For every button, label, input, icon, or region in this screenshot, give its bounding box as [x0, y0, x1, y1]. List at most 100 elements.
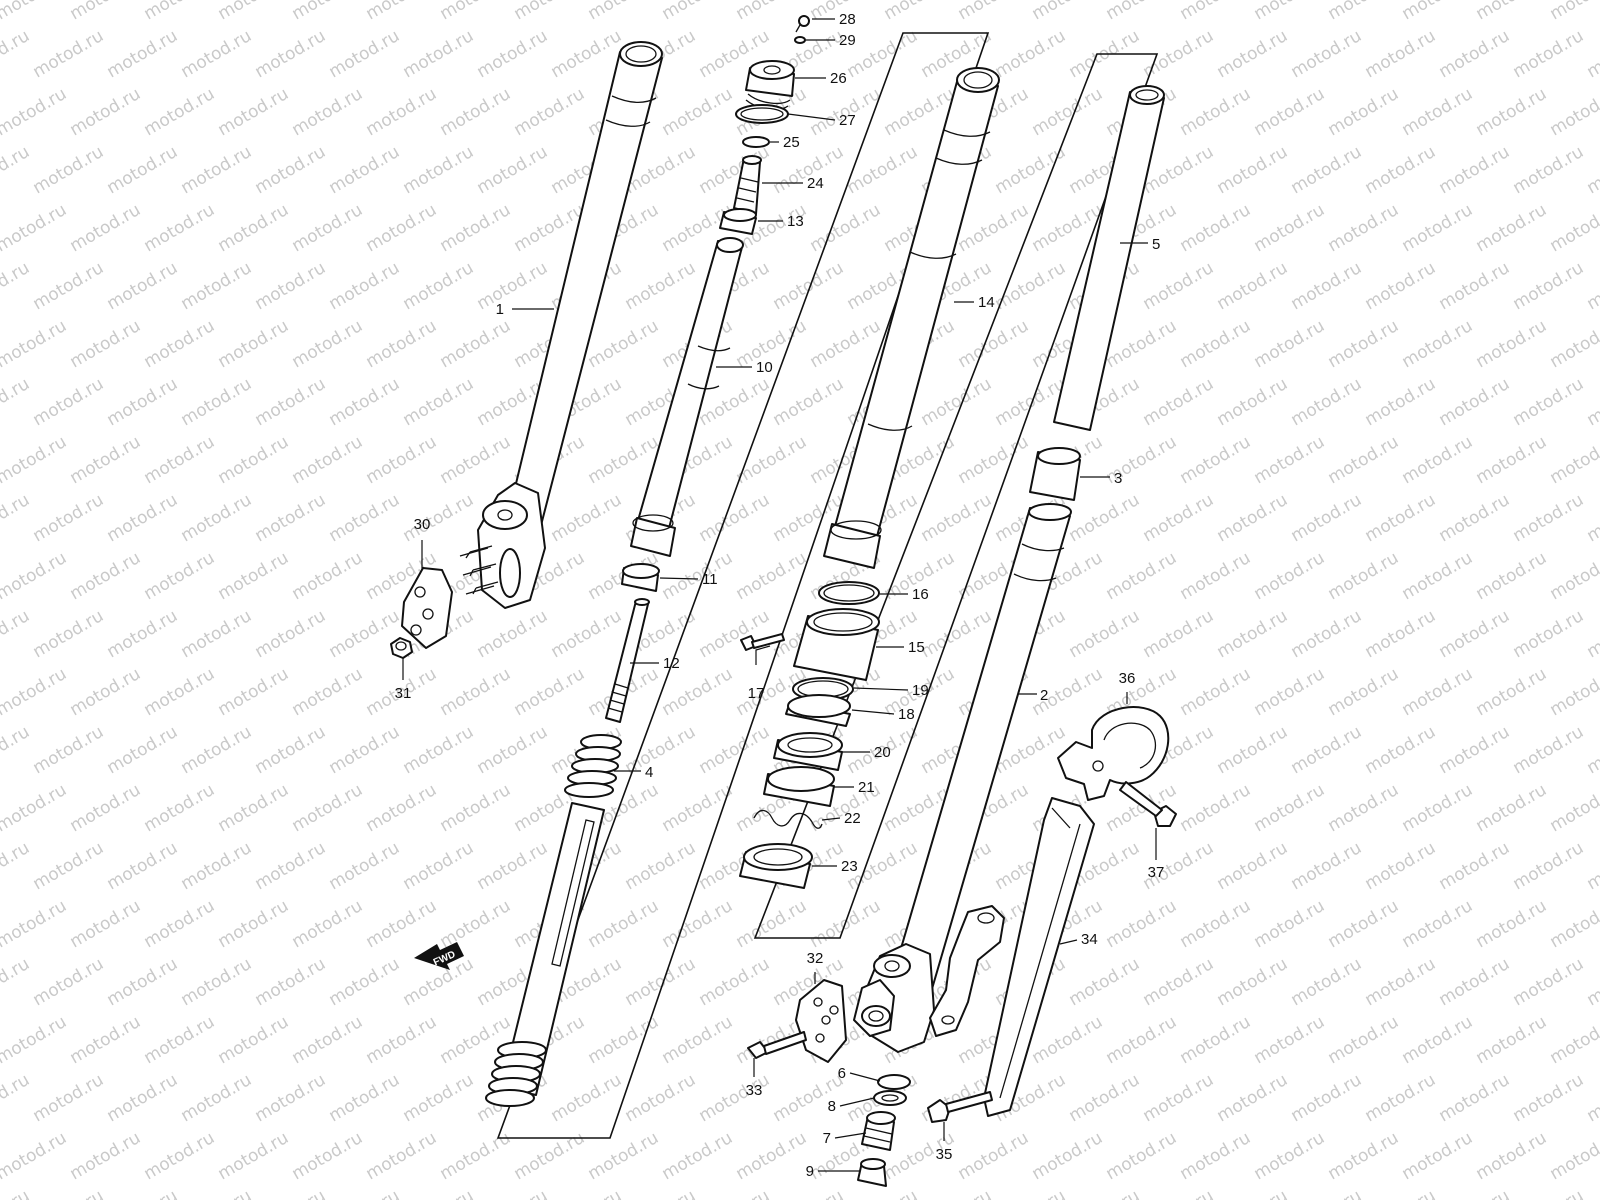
watermark-text: motod.ru — [1029, 1012, 1107, 1068]
watermark-text: motod.ru — [1140, 1070, 1218, 1126]
watermark-text: motod.ru — [1325, 432, 1403, 488]
callout-2: 2 — [1040, 687, 1048, 704]
watermark-text: motod.ru — [770, 1186, 848, 1200]
watermark-text: motod.ru — [141, 432, 219, 488]
watermark-text: motod.ru — [326, 1070, 404, 1126]
watermark-text: motod.ru — [1103, 1012, 1181, 1068]
part-20-oil-seal — [773, 732, 843, 771]
watermark-text: motod.ru — [1436, 490, 1514, 546]
watermark-text: motod.ru — [733, 432, 811, 488]
watermark-text: motod.ru — [215, 548, 293, 604]
callout-34: 34 — [1081, 931, 1098, 948]
watermark-text: motod.ru — [1140, 954, 1218, 1010]
watermark-text: motod.ru — [1510, 954, 1588, 1010]
callout-32: 32 — [807, 950, 824, 967]
callout-20: 20 — [874, 744, 891, 761]
callout-37: 37 — [1148, 864, 1165, 881]
watermark-text: motod.ru — [1325, 316, 1403, 372]
watermark-text: motod.ru — [1584, 26, 1600, 82]
watermark-text: motod.ru — [0, 26, 33, 82]
watermark-text: motod.ru — [178, 374, 256, 430]
watermark-text: motod.ru — [1325, 0, 1403, 24]
callout-19: 19 — [912, 682, 929, 699]
watermark-text: motod.ru — [0, 258, 33, 314]
part-12-rod — [605, 598, 650, 723]
watermark-text: motod.ru — [622, 838, 700, 894]
part-18-washer — [785, 694, 851, 727]
watermark-text: motod.ru — [141, 780, 219, 836]
watermark-text: motod.ru — [30, 1070, 108, 1126]
callout-8: 8 — [828, 1098, 836, 1115]
watermark-text: motod.ru — [326, 490, 404, 546]
watermark-text: motod.ru — [0, 1012, 70, 1068]
watermark-text: motod.ru — [659, 1012, 737, 1068]
watermark-text: motod.ru — [548, 606, 626, 662]
watermark-text: motod.ru — [1547, 200, 1600, 256]
callout-4: 4 — [645, 764, 653, 781]
watermark-text: motod.ru — [1177, 432, 1255, 488]
watermark-text: motod.ru — [104, 26, 182, 82]
watermark-text: motod.ru — [1214, 26, 1292, 82]
watermark-text: motod.ru — [326, 1186, 404, 1200]
watermark-text: motod.ru — [400, 722, 478, 778]
part-36-clamp — [1057, 706, 1170, 801]
watermark-text: motod.ru — [141, 664, 219, 720]
watermark-text: motod.ru — [1436, 1186, 1514, 1200]
callout-5: 5 — [1152, 236, 1160, 253]
watermark-text: motod.ru — [0, 374, 33, 430]
watermark-text: motod.ru — [1399, 200, 1477, 256]
part-8-washer — [873, 1090, 907, 1106]
watermark-text: motod.ru — [1325, 548, 1403, 604]
watermark-text: motod.ru — [252, 606, 330, 662]
watermark-text: motod.ru — [585, 316, 663, 372]
watermark-text: motod.ru — [67, 84, 145, 140]
watermark-text: motod.ru — [1029, 1128, 1107, 1184]
callout-35: 35 — [936, 1146, 953, 1163]
watermark-text: motod.ru — [1584, 1186, 1600, 1200]
watermark-text: motod.ru — [1251, 432, 1329, 488]
watermark-text: motod.ru — [1362, 1186, 1440, 1200]
watermark-text: motod.ru — [67, 548, 145, 604]
watermark-text: motod.ru — [1510, 26, 1588, 82]
watermark-text: motod.ru — [1362, 1070, 1440, 1126]
watermark-text: motod.ru — [0, 896, 70, 952]
watermark-text: motod.ru — [1584, 142, 1600, 198]
watermark-text: motod.ru — [1066, 490, 1144, 546]
watermark-text: motod.ru — [1177, 896, 1255, 952]
watermark-text: motod.ru — [1584, 374, 1600, 430]
watermark-text: motod.ru — [252, 258, 330, 314]
watermark-text: motod.ru — [1251, 84, 1329, 140]
watermark-text: motod.ru — [215, 84, 293, 140]
watermark-text: motod.ru — [1399, 664, 1477, 720]
watermark-text: motod.ru — [326, 722, 404, 778]
watermark-text: motod.ru — [1510, 1070, 1588, 1126]
watermark-text: motod.ru — [0, 432, 70, 488]
callout-27: 27 — [839, 112, 856, 129]
watermark-text: motod.ru — [252, 1070, 330, 1126]
part-10-damper-rod — [630, 237, 744, 557]
callout-25: 25 — [783, 134, 800, 151]
callout-1: 1 — [496, 301, 504, 318]
part-34-fork-guard — [983, 797, 1095, 1117]
watermark-text: motod.ru — [215, 316, 293, 372]
watermark-text: motod.ru — [178, 954, 256, 1010]
watermark-text: motod.ru — [1325, 1012, 1403, 1068]
watermark-text: motod.ru — [1473, 200, 1551, 256]
watermark-text: motod.ru — [1325, 896, 1403, 952]
watermark-text: motod.ru — [178, 606, 256, 662]
watermark-text: motod.ru — [215, 780, 293, 836]
part-16-circlip — [818, 581, 880, 605]
watermark-text: motod.ru — [696, 490, 774, 546]
callout-23: 23 — [841, 858, 858, 875]
watermark-text: motod.ru — [1399, 780, 1477, 836]
watermark-text: motod.ru — [289, 780, 367, 836]
watermark-text: motod.ru — [215, 896, 293, 952]
watermark-text: motod.ru — [178, 722, 256, 778]
watermark-text: motod.ru — [178, 838, 256, 894]
watermark-text: motod.ru — [1325, 1128, 1403, 1184]
callout-12: 12 — [663, 655, 680, 672]
part-21-seal — [763, 766, 835, 807]
watermark-text: motod.ru — [1436, 258, 1514, 314]
watermark-text: motod.ru — [252, 838, 330, 894]
watermark-text: motod.ru — [474, 722, 552, 778]
